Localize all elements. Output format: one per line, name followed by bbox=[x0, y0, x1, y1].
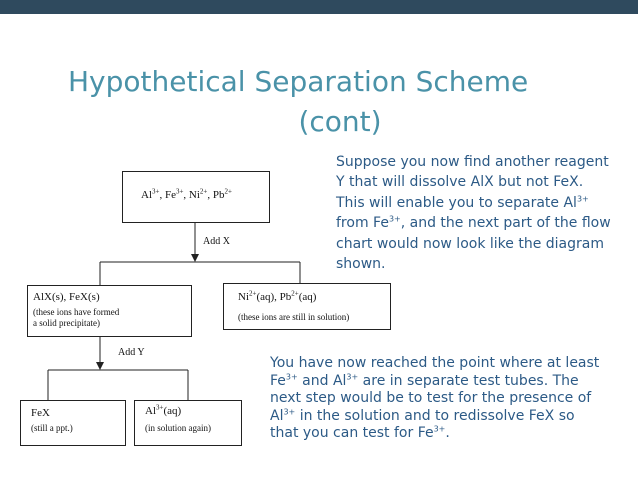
para1-text-c: , and the next part of the flow chart wo… bbox=[336, 215, 611, 273]
fex-title: FeX bbox=[31, 407, 50, 419]
al-note: (in solution again) bbox=[145, 423, 211, 433]
slide-panel bbox=[14, 14, 624, 465]
flow-box-al: Al3+(aq) (in solution again) bbox=[134, 400, 242, 446]
solution-pb: (aq), Pb bbox=[256, 291, 292, 303]
para2-sup-2: 3+ bbox=[346, 371, 359, 381]
precipitate-title: AlX(s), FeX(s) bbox=[33, 291, 100, 303]
flow-box-fex: FeX (still a ppt.) bbox=[20, 400, 126, 446]
fex-note: (still a ppt.) bbox=[31, 423, 73, 433]
precipitate-note-1: (these ions have formed bbox=[33, 307, 120, 317]
para2-text-e: . bbox=[445, 425, 450, 442]
ion-al-charge: 3+ bbox=[152, 187, 160, 196]
ion-pb-charge: 2+ bbox=[224, 187, 232, 196]
paragraph-1: Suppose you now find another reagent Y t… bbox=[336, 152, 614, 274]
al-ion-charge: 3+ bbox=[156, 403, 164, 412]
flow-box-solution: Ni2+(aq), Pb2+(aq) (these ions are still… bbox=[223, 283, 391, 330]
label-add-x: Add X bbox=[203, 236, 230, 247]
solution-ni: Ni bbox=[238, 291, 249, 303]
solution-note: (these ions are still in solution) bbox=[238, 312, 350, 322]
precipitate-note-2: a solid precipitate) bbox=[33, 318, 100, 328]
solution-ni-charge: 2+ bbox=[249, 289, 257, 298]
ion-ni-charge: 2+ bbox=[199, 187, 208, 196]
ion-ni: , Ni bbox=[183, 189, 200, 201]
para2-sup-3: 3+ bbox=[283, 407, 296, 417]
ion-al: Al bbox=[141, 189, 152, 201]
para2-sup-1: 3+ bbox=[285, 371, 298, 381]
para2-text-a: You have now reached the point where at … bbox=[270, 355, 600, 389]
solution-aq: (aq) bbox=[298, 291, 317, 303]
ion-pb: , Pb bbox=[207, 189, 225, 201]
ion-fe: , Fe bbox=[159, 189, 176, 201]
ion-fe-charge: 3+ bbox=[175, 187, 184, 196]
para2-sup-4: 3+ bbox=[433, 424, 446, 434]
slide-title: Hypothetical Separation Scheme (cont) bbox=[60, 62, 620, 142]
para1-sup-1: 3+ bbox=[576, 194, 589, 204]
al-ion: Al bbox=[145, 405, 156, 417]
al-aq: (aq) bbox=[163, 405, 182, 417]
top-bar bbox=[0, 0, 638, 14]
paragraph-2: You have now reached the point where at … bbox=[270, 355, 600, 443]
solution-pb-charge: 2+ bbox=[291, 289, 299, 298]
para2-text-b: and Al bbox=[297, 372, 347, 389]
flow-box-initial-ions: Al3+, Fe3+, Ni2+, Pb2+ bbox=[122, 171, 270, 223]
para2-text-d: in the solution and to redissolve FeX so… bbox=[270, 407, 575, 442]
para2-text-c: are in separate test tubes. The next ste… bbox=[270, 372, 592, 424]
para1-text-a: Suppose you now find another reagent Y t… bbox=[336, 154, 609, 211]
label-add-y: Add Y bbox=[118, 347, 145, 358]
para1-text-b: from Fe bbox=[336, 215, 389, 232]
title-line-2: (cont) bbox=[298, 105, 382, 138]
title-line-1: Hypothetical Separation Scheme bbox=[68, 65, 529, 98]
para1-sup-2: 3+ bbox=[388, 214, 401, 224]
